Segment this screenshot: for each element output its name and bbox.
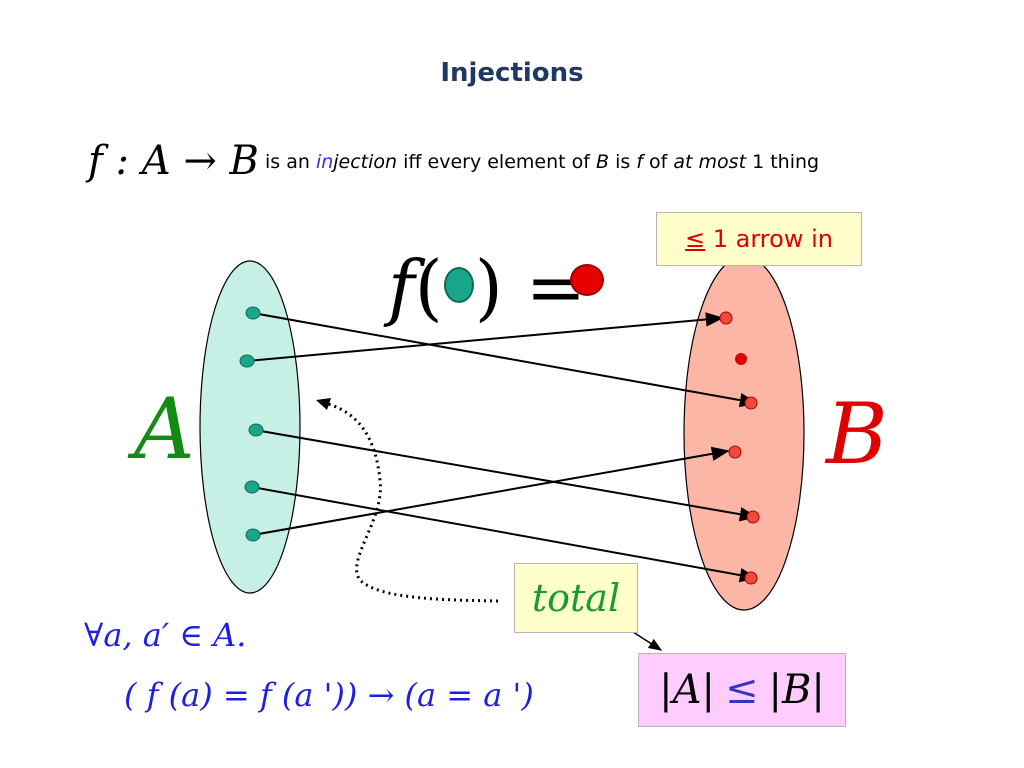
codomain-dot-icon bbox=[744, 571, 758, 585]
card-b: |B| bbox=[768, 667, 825, 713]
definition-jection: jection bbox=[333, 151, 398, 173]
codomain-dot-icon bbox=[735, 353, 747, 365]
close-paren: ) bbox=[474, 245, 503, 329]
domain-dot-icon bbox=[245, 306, 261, 320]
definition-f: f bbox=[636, 151, 643, 173]
codomain-dot-icon bbox=[744, 396, 758, 410]
definition-line: f : A → B is an injection iff every elem… bbox=[88, 138, 819, 184]
definition-text-5: 1 thing bbox=[746, 151, 820, 173]
definition-at-most: at most bbox=[673, 151, 747, 173]
set-a-label: A bbox=[134, 380, 195, 478]
codomain-dot-icon bbox=[570, 264, 604, 296]
codomain-dot-icon bbox=[728, 445, 742, 459]
codomain-dot-icon bbox=[746, 510, 760, 524]
set-b-ellipse bbox=[683, 255, 805, 611]
arrow-in-callout: ≤ 1 arrow in bbox=[656, 212, 862, 266]
arrow-in-text: 1 arrow in bbox=[705, 225, 833, 253]
definition-text-3: is bbox=[609, 151, 637, 173]
page-title: Injections bbox=[440, 58, 584, 88]
codomain-dot-icon bbox=[719, 311, 733, 325]
arrow-icon bbox=[254, 429, 758, 522]
formula-quantifier: ∀a, a′ ∈ A. bbox=[84, 616, 247, 654]
dotted-arrowhead-icon bbox=[316, 398, 331, 410]
leq-symbol: ≤ bbox=[685, 225, 706, 253]
dotted-arrow-icon bbox=[319, 400, 499, 603]
cardinality-callout: |A|≤|B| bbox=[638, 653, 846, 727]
card-a: |A| bbox=[659, 667, 715, 713]
total-callout: total bbox=[514, 563, 638, 633]
definition-b: B bbox=[595, 151, 610, 173]
arrow-icon bbox=[252, 446, 730, 536]
domain-dot-icon bbox=[245, 528, 261, 542]
arrow-icon bbox=[252, 312, 758, 408]
total-pointer-arrow-icon bbox=[629, 629, 663, 651]
card-leq: ≤ bbox=[724, 667, 759, 713]
function-signature: f : A → B bbox=[88, 138, 259, 184]
domain-dot-icon bbox=[248, 423, 264, 437]
domain-dot-icon bbox=[443, 267, 474, 303]
formula-implication: ( f (a) = f (a ')) → (a = a ') bbox=[124, 676, 534, 714]
set-b-label: B bbox=[826, 385, 888, 483]
f-symbol: f bbox=[388, 245, 415, 329]
function-expression: f() = bbox=[388, 245, 586, 329]
definition-text-4: of bbox=[643, 151, 674, 173]
definition-text-2: iff every element of bbox=[397, 151, 596, 173]
definition-in: in bbox=[315, 151, 334, 173]
arrow-icon bbox=[246, 312, 724, 362]
open-paren: ( bbox=[414, 245, 443, 329]
arrow-icon bbox=[251, 486, 758, 583]
definition-text-1: is an bbox=[264, 151, 316, 173]
domain-dot-icon bbox=[239, 354, 255, 368]
domain-dot-icon bbox=[244, 480, 260, 494]
